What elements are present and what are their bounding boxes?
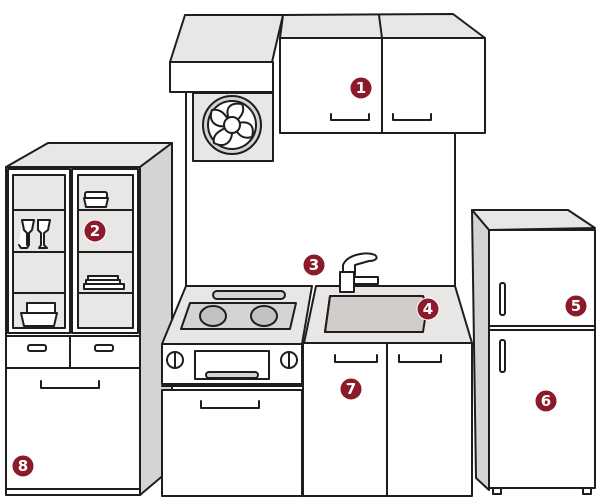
callout-markers: 1 2 3 4 5 6 7 8 [11, 76, 588, 478]
marker-label: 3 [309, 256, 319, 274]
marker-label: 6 [541, 392, 551, 410]
marker-label: 4 [423, 300, 433, 318]
stove [161, 285, 313, 497]
marker-3[interactable]: 3 [302, 253, 326, 277]
marker-badge [11, 454, 35, 478]
marker-label: 8 [18, 457, 28, 475]
sink-basin [324, 295, 428, 333]
sink-cabinet-handle-right [398, 354, 442, 363]
marker-badge [339, 377, 363, 401]
marker-4[interactable]: 4 [416, 297, 440, 321]
burner-right [250, 305, 278, 327]
fridge-handle [499, 339, 506, 373]
marker-badge [302, 253, 326, 277]
marker-label: 7 [346, 380, 356, 398]
cabinet-handle-left [330, 113, 370, 121]
marker-badge [416, 297, 440, 321]
marker-1[interactable]: 1 [349, 76, 373, 100]
refrigerator [471, 209, 596, 495]
marker-6[interactable]: 6 [534, 389, 558, 413]
marker-label: 2 [90, 222, 100, 240]
wine-glass-icon [37, 219, 51, 249]
fridge-foot [582, 487, 592, 495]
marker-8[interactable]: 8 [11, 454, 35, 478]
marker-badge [349, 76, 373, 100]
cabinet-handle-right [392, 113, 432, 121]
fridge-foot [492, 487, 502, 495]
sink-cabinet-handle-left [334, 354, 378, 363]
wall-cabinet [279, 13, 486, 134]
dish-cupboard [5, 142, 173, 496]
marker-7[interactable]: 7 [339, 377, 363, 401]
cupboard-handle [40, 380, 100, 389]
marker-label: 5 [571, 297, 581, 315]
freezer-handle [499, 282, 506, 316]
marker-5[interactable]: 5 [564, 294, 588, 318]
marker-badge [534, 389, 558, 413]
sink-counter [302, 252, 473, 497]
drawer-handle [94, 344, 114, 352]
marker-2[interactable]: 2 [83, 219, 107, 243]
bowl-stack-icon [26, 302, 56, 314]
marker-badge [83, 219, 107, 243]
ventilation-fan [192, 92, 274, 162]
drawer-handle [27, 344, 47, 352]
marker-label: 1 [356, 79, 366, 97]
marker-badge [564, 294, 588, 318]
back-wall [185, 91, 456, 291]
faucet-icon [339, 252, 379, 293]
stove-cabinet-handle [200, 400, 260, 409]
burner-left [199, 305, 227, 327]
grill-slot [212, 290, 286, 300]
range-hood [169, 14, 284, 93]
